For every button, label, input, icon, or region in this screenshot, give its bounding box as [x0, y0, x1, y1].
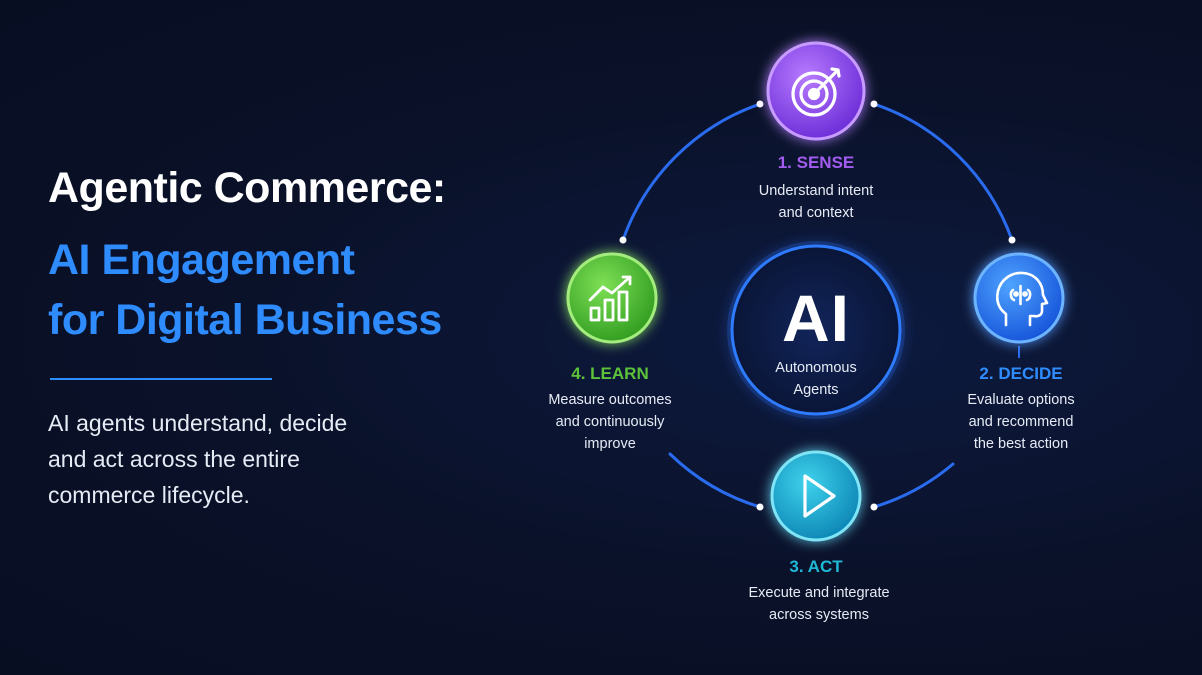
act-description: Execute and integrate across systems — [748, 582, 889, 626]
arc-learn-to-sense — [621, 102, 762, 242]
sense-desc-line-2: and context — [778, 205, 854, 221]
learn-title: 4. LEARN — [571, 364, 649, 383]
learn-desc-line-2: and continuously — [555, 414, 665, 430]
act-node — [770, 450, 862, 542]
title-line-2: AI Engagement — [48, 236, 355, 284]
learn-description: Measure outcomes and continuously improv… — [548, 389, 671, 455]
decide-desc-line-2: and recommend — [968, 414, 1074, 430]
act-title: 3. ACT — [789, 557, 843, 576]
growth-chart-icon — [588, 275, 632, 322]
description-line-3: commerce lifecycle. — [48, 482, 250, 508]
center-circle — [730, 244, 902, 416]
title-line-1: Agentic Commerce: — [48, 164, 446, 212]
center-ai-title: AI — [782, 281, 850, 355]
center-label-line-1: Autonomous — [775, 360, 857, 376]
sense-description: Understand intent and context — [759, 180, 873, 224]
decide-description: Evaluate options and recommend the best … — [967, 389, 1074, 455]
learn-desc-line-3: improve — [584, 436, 636, 452]
sense-node — [766, 41, 866, 141]
ring-dot — [870, 100, 878, 108]
learn-desc-line-1: Measure outcomes — [548, 392, 672, 408]
ring-dot — [756, 503, 764, 511]
arc-act-to-learn — [668, 452, 762, 509]
sense-title: 1. SENSE — [777, 153, 855, 172]
center-label: Autonomous Agents — [775, 357, 856, 401]
title-divider — [50, 378, 272, 380]
ring-dots — [619, 100, 1016, 511]
arc-decide-to-act — [872, 462, 955, 509]
description: AI agents understand, decide and act acr… — [48, 405, 468, 513]
cycle-ring — [621, 102, 1014, 509]
description-line-1: AI agents understand, decide — [48, 410, 348, 436]
center-circle-glow — [727, 241, 905, 419]
decide-title: 2. DECIDE — [979, 364, 1063, 383]
ring-dot — [870, 503, 878, 511]
ring-dot — [756, 100, 764, 108]
ring-dot — [1008, 236, 1016, 244]
title-line-3: for Digital Business — [48, 296, 442, 344]
decide-desc-line-3: the best action — [973, 436, 1069, 452]
target-icon — [791, 67, 841, 117]
ring-dot — [619, 236, 627, 244]
arc-sense-to-decide — [872, 102, 1014, 242]
brain-head-icon — [995, 271, 1049, 327]
learn-node — [566, 252, 658, 344]
description-line-2: and act across the entire — [48, 446, 300, 472]
act-desc-line-1: Execute and integrate — [748, 585, 890, 601]
center-label-line-2: Agents — [793, 382, 839, 398]
play-icon — [803, 474, 836, 518]
sense-desc-line-1: Understand intent — [758, 183, 874, 199]
decide-node — [973, 252, 1065, 344]
decide-desc-line-1: Evaluate options — [967, 392, 1075, 408]
act-desc-line-2: across systems — [769, 607, 869, 623]
